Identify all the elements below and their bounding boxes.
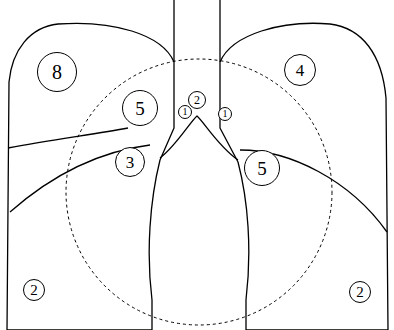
fissure	[10, 145, 150, 212]
callout-number: 8	[52, 62, 62, 82]
fissure	[240, 150, 387, 232]
callout-number: 4	[296, 62, 305, 79]
callout-number: 3	[126, 154, 135, 171]
callout-number: 2	[194, 94, 200, 106]
callout-circle: 2	[349, 281, 371, 303]
callout-number: 5	[135, 99, 145, 118]
callout-number: 2	[30, 283, 38, 298]
callout-circle: 3	[115, 147, 145, 177]
callout-circle: 2	[23, 279, 45, 301]
lung-outline	[220, 23, 388, 330]
lung-outline	[7, 23, 174, 330]
callout-circle: 1	[218, 107, 232, 121]
heart-outline	[160, 116, 238, 160]
callout-circle: 4	[284, 54, 316, 86]
callout-circle: 5	[244, 150, 280, 186]
callout-circle: 1	[178, 105, 192, 119]
callout-circle: 2	[188, 91, 206, 109]
trachea	[173, 0, 174, 62]
region-circle	[66, 59, 332, 325]
callout-number: 5	[257, 159, 267, 178]
trachea	[219, 0, 220, 62]
fissure	[8, 128, 128, 148]
callout-number: 2	[356, 285, 364, 300]
callout-circle: 8	[37, 52, 77, 92]
callout-number: 1	[223, 109, 228, 119]
callout-circle: 5	[122, 90, 158, 126]
callout-number: 1	[183, 107, 188, 117]
